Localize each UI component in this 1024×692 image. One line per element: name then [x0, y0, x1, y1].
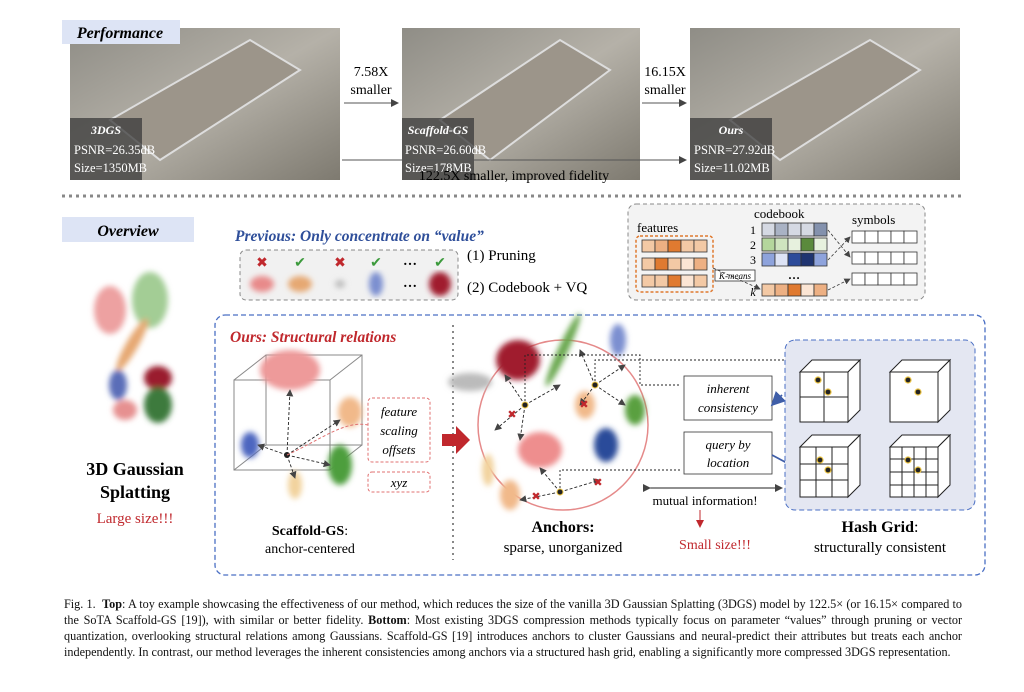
ours-title: Ours: Structural relations	[230, 329, 396, 346]
svg-text:PSNR=26.60dB: PSNR=26.60dB	[405, 143, 486, 157]
svg-text:PSNR=27.92dB: PSNR=27.92dB	[694, 143, 775, 157]
svg-text:✖: ✖	[579, 399, 588, 411]
svg-text:Size=178MB: Size=178MB	[405, 161, 472, 175]
query-by-location-box	[683, 431, 773, 475]
overview-label-bg	[62, 217, 194, 242]
pruning-marks: ✖ ✔ ✖ ✔ … … ✔	[256, 254, 446, 291]
pruned-marks: ✖ ✖ ✖ ✖	[507, 399, 602, 503]
hash-grid-cubes	[798, 358, 952, 499]
figure-caption: Fig. 1. Top: A toy example showcasing th…	[64, 597, 963, 659]
svg-text:smaller: smaller	[350, 83, 392, 98]
small-size-note: Small size!!!	[679, 538, 751, 553]
svg-text:Size=1350MB: Size=1350MB	[74, 161, 147, 175]
svg-text:location: location	[707, 455, 750, 470]
svg-text:scaling: scaling	[380, 423, 418, 438]
svg-text:k: k	[750, 285, 756, 299]
svg-text:codebook: codebook	[754, 206, 805, 221]
svg-text:16.15X: 16.15X	[644, 65, 686, 80]
attribute-box	[367, 397, 431, 463]
ours-box	[214, 314, 986, 576]
svg-text:✖: ✖	[531, 491, 540, 503]
svg-text:7.58X: 7.58X	[354, 65, 389, 80]
svg-text:sparse, unorganized: sparse, unorganized	[504, 540, 623, 556]
svg-text:✖: ✖	[593, 477, 602, 489]
scaffold-offsets	[257, 389, 341, 479]
pruning-blobs	[250, 272, 451, 296]
hash-grid-points	[814, 376, 922, 474]
svg-text:122.5X smaller, improved fidel: 122.5X smaller, improved fidelity	[419, 169, 609, 184]
performance-label-bg	[62, 20, 180, 44]
svg-text:3DGS: 3DGS	[90, 123, 121, 137]
pruning-box	[239, 249, 459, 301]
anchor-points	[521, 381, 599, 496]
gaussian-title: 3D Gaussian	[86, 459, 184, 479]
svg-text:symbols: symbols	[852, 212, 895, 227]
svg-text:inherent: inherent	[707, 381, 750, 396]
svg-text:K-means: K-means	[718, 271, 751, 281]
svg-text:Size=11.02MB: Size=11.02MB	[694, 161, 770, 175]
svg-text:PSNR=26.35dB: PSNR=26.35dB	[74, 143, 155, 157]
overview-label: Overview	[97, 223, 159, 240]
svg-text:xyz: xyz	[390, 475, 408, 490]
image-scaffold-gs: Scaffold-GS PSNR=26.60dB Size=178MB	[402, 28, 640, 180]
mutual-info-label: mutual information!	[652, 493, 757, 508]
svg-text:✖: ✖	[256, 256, 268, 271]
svg-text:anchor-centered: anchor-centered	[265, 542, 355, 557]
svg-text:…: …	[403, 254, 417, 269]
svg-text:✔: ✔	[434, 256, 446, 271]
anchors-label: Anchors:	[531, 519, 594, 536]
image-ours: Ours PSNR=27.92dB Size=11.02MB	[690, 28, 960, 180]
svg-text:features: features	[637, 220, 678, 235]
large-size-note: Large size!!!	[97, 511, 174, 527]
svg-text:smaller: smaller	[644, 83, 686, 98]
svg-text:feature: feature	[381, 404, 418, 419]
svg-text:2: 2	[750, 238, 756, 252]
svg-text:Ours: Ours	[719, 123, 744, 137]
gaussian-blobs	[94, 272, 172, 423]
previous-title: Previous: Only concentrate on “value”	[235, 228, 484, 245]
hash-grid-label: Hash Grid:	[842, 519, 919, 536]
image-3dgs: 3DGS PSNR=26.35dB Size=1350MB	[70, 28, 340, 180]
svg-text:…: …	[788, 268, 800, 282]
pruning-label: (1) Pruning	[467, 248, 536, 264]
anchor-offsets	[494, 349, 800, 503]
codebook-vq-label: (2) Codebook + VQ	[467, 280, 587, 296]
inherent-consistency-box	[683, 375, 773, 421]
scaffold-label: Scaffold-GS:	[272, 524, 348, 539]
svg-text:3: 3	[750, 253, 756, 267]
transform-arrow-icon	[442, 426, 470, 454]
svg-text:…: …	[403, 276, 417, 291]
svg-text:Splatting: Splatting	[100, 482, 170, 502]
svg-text:✔: ✔	[370, 256, 382, 271]
scaffold-gaussians	[241, 350, 362, 499]
arrow-16x: 16.15X smaller	[642, 65, 687, 107]
svg-text:consistency: consistency	[698, 400, 758, 415]
svg-text:offsets: offsets	[382, 442, 415, 457]
svg-text:1: 1	[750, 223, 756, 237]
svg-text:✔: ✔	[294, 256, 306, 271]
arrow-7x: 7.58X smaller	[344, 65, 399, 107]
svg-text:✖: ✖	[507, 409, 516, 421]
svg-text:query by: query by	[705, 437, 750, 452]
arrow-122x: 122.5X smaller, improved fidelity	[342, 156, 687, 184]
svg-text:structurally consistent: structurally consistent	[814, 540, 947, 556]
performance-label: Performance	[76, 25, 163, 42]
svg-text:Scaffold-GS: Scaffold-GS	[408, 123, 469, 137]
codebook-diagram: features codebook symbols 1 2 3 k … K-me…	[627, 203, 926, 301]
xyz-box	[367, 471, 431, 493]
svg-text:✖: ✖	[334, 256, 346, 271]
